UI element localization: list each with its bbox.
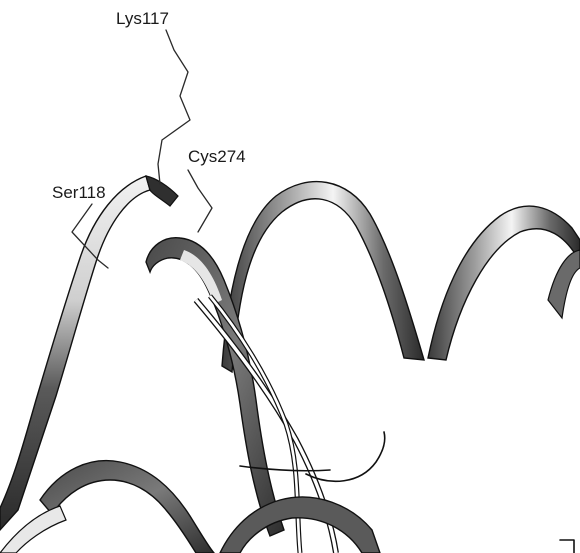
- lys117-side-chain: [158, 30, 190, 184]
- hanging-strand: [306, 432, 385, 481]
- lower-loop-left: [40, 461, 214, 553]
- helix-turn-1: [222, 182, 424, 372]
- label-lys117: Lys117: [116, 9, 169, 28]
- label-cys274: Cys274: [188, 147, 246, 166]
- label-ser118: Ser118: [52, 183, 106, 202]
- lower-loops: [0, 432, 574, 553]
- alpha-helix-ribbon: [222, 182, 580, 372]
- small-mark-bottom-right: [560, 540, 574, 553]
- cys274-side-chain: [188, 170, 212, 232]
- helix-turn-3: [548, 250, 580, 318]
- loop-tip: [146, 176, 178, 206]
